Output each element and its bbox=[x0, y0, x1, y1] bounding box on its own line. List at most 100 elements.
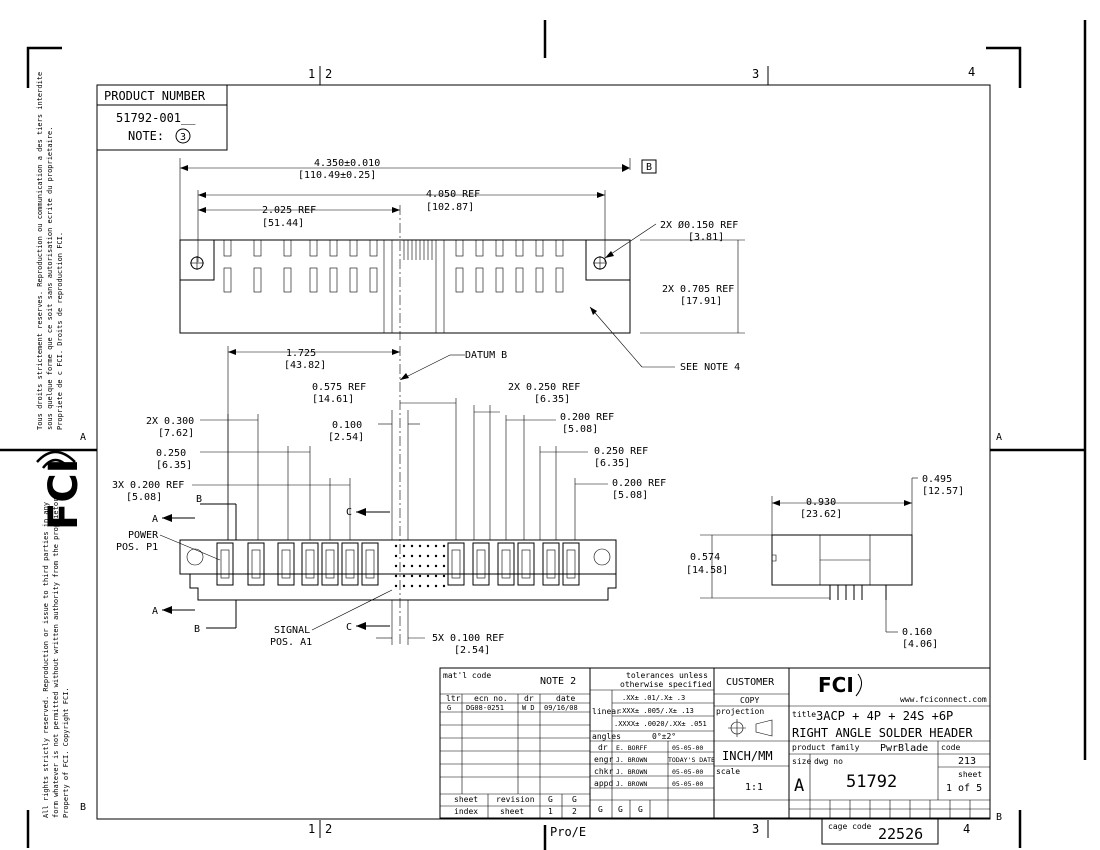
fci-side-logo-text: FCI bbox=[41, 458, 87, 530]
matl-label: mat'l code bbox=[443, 671, 491, 680]
section-a-top: A bbox=[152, 514, 158, 525]
dwg-label: dwg no bbox=[814, 757, 843, 766]
drawing-frame bbox=[0, 20, 1087, 850]
appr-name-4: J. BROWN bbox=[616, 780, 647, 788]
title-label: title bbox=[792, 710, 816, 719]
zone-left-a: A bbox=[80, 432, 86, 443]
signal-pin-grid bbox=[394, 544, 446, 588]
appr-name-1: E. BORFF bbox=[616, 744, 647, 752]
title-line-1: 3ACP + 4P + 24S +6P bbox=[816, 709, 953, 723]
dim-ref-width: 4.050 REF bbox=[426, 189, 480, 200]
section-c-top: C bbox=[346, 507, 352, 518]
dim-0200a: 0.200 REF bbox=[560, 412, 614, 423]
appr-date-4: 05-05-00 bbox=[672, 780, 703, 788]
dim-0930-mm: [23.62] bbox=[800, 509, 842, 520]
power-label: POWER bbox=[128, 530, 159, 541]
scale-value: 1:1 bbox=[745, 782, 763, 793]
dim-0250a-mm: [6.35] bbox=[156, 460, 192, 471]
dim-0200b: 0.200 REF bbox=[612, 478, 666, 489]
family-label: product family bbox=[792, 743, 860, 752]
code-label: code bbox=[941, 743, 960, 752]
dim-2x0300-mm: [7.62] bbox=[158, 428, 194, 439]
appr-role-2: engr bbox=[594, 755, 613, 764]
datum-b-label: DATUM B bbox=[465, 350, 507, 361]
dim-2x0250-mm: [6.35] bbox=[534, 394, 570, 405]
copy-label: COPY bbox=[740, 696, 759, 705]
appr-date-2: TODAY'S DATE bbox=[668, 756, 715, 764]
matl-value: NOTE 2 bbox=[540, 676, 576, 687]
dim-0250a: 0.250 bbox=[156, 448, 186, 459]
rev-row-date: 09/16/08 bbox=[544, 704, 578, 712]
rev-row-dr: W D bbox=[522, 704, 535, 712]
angles-value: 0°±2° bbox=[652, 732, 676, 741]
datum-b-tag: B bbox=[646, 162, 652, 173]
dim-5x0100: 5X 0.100 REF bbox=[432, 633, 504, 644]
sheet-num-1: 1 bbox=[548, 807, 553, 816]
margin-text-french: Tous droits strictement reserves. Reprod… bbox=[36, 72, 64, 430]
dim-depth: 2X 0.705 REF bbox=[662, 284, 734, 295]
rev-header-ltr: ltr bbox=[446, 694, 461, 703]
appr-role-3: chkr bbox=[594, 767, 613, 776]
zone-bottom-3: 3 bbox=[752, 822, 759, 836]
dim-1725-mm: [43.82] bbox=[284, 360, 326, 371]
dim-0250b: 0.250 REF bbox=[594, 446, 648, 457]
zone-top-2: 2 bbox=[325, 67, 332, 81]
angles-label: angles bbox=[592, 732, 621, 741]
see-note-4: SEE NOTE 4 bbox=[680, 362, 740, 373]
fci-url: www.fciconnect.com bbox=[900, 695, 987, 704]
dim-0250b-mm: [6.35] bbox=[594, 458, 630, 469]
dim-0575-mm: [14.61] bbox=[312, 394, 354, 405]
appr-role-1: dr bbox=[598, 743, 608, 752]
units-label: INCH/MM bbox=[722, 749, 773, 763]
dim-0574-mm: [14.58] bbox=[686, 565, 728, 576]
rev-header-ecn: ecn no. bbox=[474, 694, 508, 703]
legal-en-2: form whatever is not permitted without w… bbox=[52, 493, 60, 818]
tol-row-1: .XX± .01/.X± .3 bbox=[622, 694, 685, 702]
dim-0160: 0.160 bbox=[902, 627, 932, 638]
top-slots-left bbox=[223, 239, 378, 293]
size-label: size bbox=[792, 757, 811, 766]
fci-side-logo: FCI bbox=[36, 450, 87, 530]
dim-2x0300: 2X 0.300 bbox=[146, 416, 194, 427]
dwg-value: 51792 bbox=[846, 772, 897, 792]
top-signal-pins bbox=[383, 240, 445, 333]
family-value: PwrBlade bbox=[880, 743, 928, 754]
zone-bottom-1: 1 bbox=[308, 822, 315, 836]
dim-3x0200: 3X 0.200 REF bbox=[112, 480, 184, 491]
zone-bottom-4: 4 bbox=[963, 822, 970, 836]
appr-date-3: 05-05-00 bbox=[672, 768, 703, 776]
zone-right-b: B bbox=[996, 812, 1002, 823]
dim-1725: 1.725 bbox=[286, 348, 316, 359]
rev-header-date: date bbox=[556, 694, 575, 703]
dim-half-mm: [51.44] bbox=[262, 218, 304, 229]
sheet-of-value: 1 of 5 bbox=[946, 783, 982, 794]
sheet-of-label: sheet bbox=[958, 770, 982, 779]
dim-0495-mm: [12.57] bbox=[922, 486, 964, 497]
rev-row-ltr: G bbox=[447, 704, 451, 712]
section-a-bottom: A bbox=[152, 606, 158, 617]
rev-letter-1: G bbox=[548, 795, 553, 804]
dim-2x0250: 2X 0.250 REF bbox=[508, 382, 580, 393]
dim-0100: 0.100 bbox=[332, 420, 362, 431]
dim-0160-mm: [4.06] bbox=[902, 639, 938, 650]
size-value: A bbox=[794, 776, 804, 796]
appr-name-3: J. BROWN bbox=[616, 768, 647, 776]
tol-title-2: otherwise specified bbox=[620, 680, 712, 689]
legal-en-3: Property of FCI. Copyright FCI. bbox=[62, 687, 70, 818]
section-b-top: B bbox=[196, 494, 202, 505]
product-number-note-num: 3 bbox=[180, 132, 186, 143]
product-number-note: NOTE: bbox=[128, 129, 164, 143]
top-slots-right bbox=[455, 239, 564, 293]
tol-row-3: .XXXX± .0020/.XX± .051 bbox=[614, 720, 707, 728]
dim-hole: 2X Ø0.150 REF bbox=[660, 219, 738, 231]
revision-label: revision bbox=[496, 795, 535, 804]
linear-label: linear bbox=[592, 707, 621, 716]
cage-label: cage code bbox=[828, 822, 872, 831]
zone-left-b: B bbox=[80, 802, 86, 813]
dim-0100-mm: [2.54] bbox=[328, 432, 364, 443]
appr-role-4: appd bbox=[594, 779, 613, 788]
dim-depth-mm: [17.91] bbox=[680, 296, 722, 307]
rev-letter-5: G bbox=[638, 805, 643, 814]
signal-label: SIGNAL bbox=[274, 625, 310, 636]
rev-letter-3: G bbox=[598, 805, 603, 814]
